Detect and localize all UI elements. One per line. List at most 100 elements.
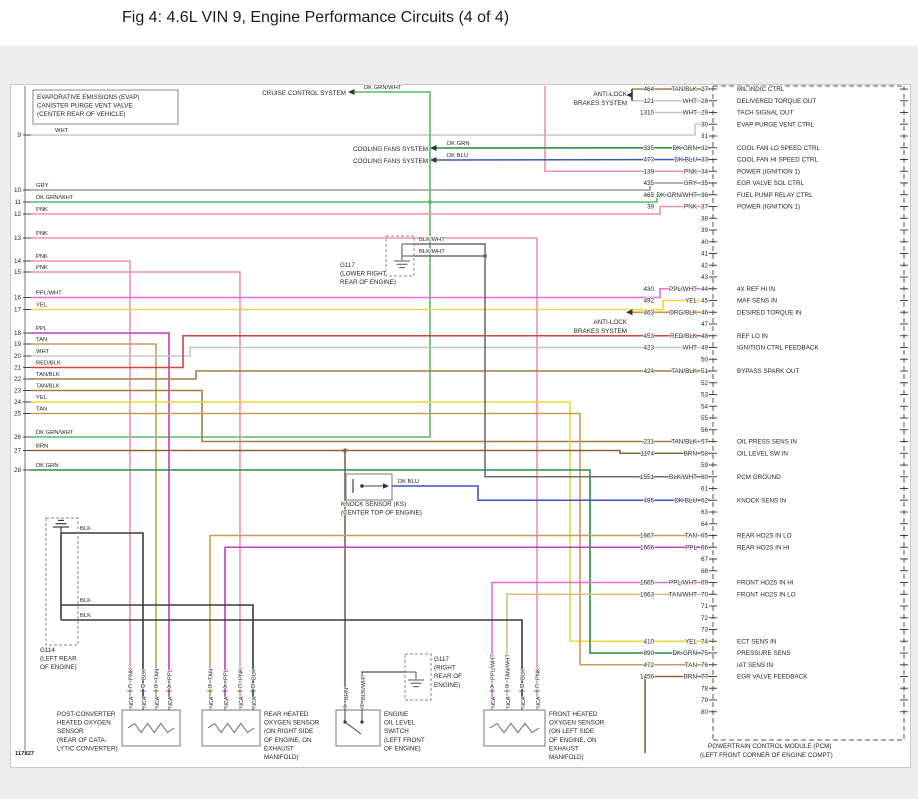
- pcm-pin-number: 72: [701, 615, 709, 622]
- wire-color-label: BLK/WHT: [419, 237, 445, 243]
- wire-yel: [31, 401, 710, 643]
- pcm-label: (LEFT FRONT CORNER OF ENGINE COMPT): [700, 752, 833, 759]
- pcm-pin-color: DK GRN/WHT: [656, 192, 697, 199]
- pcm-pin-number: 54: [701, 403, 709, 410]
- connector-pin-letter: C: [238, 684, 242, 690]
- pcm-pin-function: FUEL PUMP RELAY CTRL: [737, 192, 813, 199]
- ground-label: ENGINE): [434, 682, 460, 689]
- pcm-pin-function: POWER (IGNITION 1): [737, 204, 800, 211]
- oil-level-switch-box: [335, 709, 381, 747]
- pcm-pin-number: 38: [701, 215, 709, 222]
- pcm-pin-circuit: 335: [643, 145, 654, 152]
- pcm-pin-number: 30: [701, 121, 709, 128]
- pcm-pin-number: 70: [701, 591, 709, 598]
- pcm-pin-circuit: 465: [643, 192, 654, 199]
- knock-sensor-element: [360, 484, 364, 488]
- pcm-pin-color: BLK/WHT: [669, 474, 697, 481]
- pcm-pin-color: PPL/WHT: [669, 580, 697, 587]
- front-ho2s-label: (ON LEFT SIDE: [549, 728, 594, 735]
- evap-valve-label: CANISTER PURGE VENT VALVE: [37, 102, 133, 109]
- pcm-pin-circuit: 39: [647, 204, 655, 211]
- pcm-pin-number: 53: [701, 392, 709, 399]
- pcm-pin-number: 49: [701, 345, 709, 352]
- pcm-pin-circuit: 121: [643, 98, 654, 105]
- pcm-pin-function: REAR HO2S IN HI: [737, 544, 790, 551]
- wire-tan: [31, 343, 157, 710]
- rear-ho2s-label: MANIFOLD): [264, 754, 299, 761]
- wire-color-label: TAN: [209, 669, 215, 680]
- pcm-pin-number: 71: [701, 603, 709, 610]
- wire-tanblk: [31, 389, 710, 443]
- wire-wht: [31, 123, 710, 136]
- wire-color-label: DK GRN: [447, 141, 470, 147]
- pcm-pin-color: TAN/BLK: [671, 439, 698, 446]
- pcm-pin-color: GRY: [683, 180, 697, 187]
- pcm-pin-number: 68: [701, 568, 709, 575]
- left-pin-color: TAN: [36, 407, 47, 413]
- pcm-pin-circuit: 410: [643, 638, 654, 645]
- wire-color-label: DK GRN/WHT: [364, 85, 402, 91]
- system-label: BRAKES SYSTEM: [574, 100, 627, 107]
- pcm-pin-color: PPL: [685, 544, 697, 551]
- left-pin-number: 26: [14, 434, 22, 441]
- pcm-pin-color: WHT: [683, 345, 697, 352]
- pcm-pin-color: BRN: [684, 674, 698, 681]
- wire-pnk: [31, 205, 710, 215]
- nca-label: NCA: [536, 696, 542, 708]
- wire-pnk: [31, 237, 538, 710]
- evap-valve-box: [32, 89, 179, 125]
- pcm-pin-number: 35: [701, 180, 709, 187]
- connector-pin-letter: D: [141, 684, 145, 690]
- wire-brn: [644, 675, 710, 753]
- wire-color-label: PPL: [168, 668, 174, 680]
- pcm-pin-function: DESIRED TORQUE IN: [737, 309, 802, 316]
- front-ho2s-box: [483, 709, 546, 747]
- left-pin-color: TAN/BLK: [36, 384, 60, 390]
- ground-label: G117: [340, 262, 355, 269]
- pcm-pin-circuit: 1551: [640, 474, 655, 481]
- wire-color-label: PPL: [224, 668, 230, 680]
- heater-element: [127, 722, 175, 734]
- system-label: BRAKES SYSTEM: [574, 328, 627, 335]
- ground-label: (RIGHT: [434, 665, 456, 672]
- pcm-pin-color: YEL: [685, 298, 697, 305]
- pcm-pin-function: FRONT HO2S IN HI: [737, 580, 794, 587]
- pcm-pin-number: 57: [701, 439, 709, 446]
- arrow-icon: [626, 92, 633, 98]
- pcm-pin-number: 61: [701, 486, 709, 493]
- nca-label: NCA: [239, 696, 245, 708]
- pcm-pin-function: IAT SENS IN: [737, 662, 774, 669]
- wire-color-label: BLK/WHT: [419, 249, 445, 255]
- nca-label: NCA: [521, 696, 527, 708]
- wire-color-label: BLK: [80, 526, 91, 532]
- wire-dkgrnwht: [31, 91, 431, 438]
- wire-blk: [61, 604, 254, 710]
- pcm-pin-number: 40: [701, 239, 709, 246]
- pcm-pin-color: TAN/BLK: [671, 368, 698, 375]
- wire-color-label: PNK: [129, 668, 135, 680]
- pcm-pin-function: EVAP PURGE VENT CTRL: [737, 121, 814, 128]
- wire-ppl: [224, 546, 710, 710]
- pcm-pin-color: TAN/WHT: [669, 591, 697, 598]
- pcm-pin-number: 62: [701, 497, 709, 504]
- pcm-pin-number: 67: [701, 556, 709, 563]
- pcm-pin-color: TAN/BLK: [671, 86, 698, 93]
- left-pin-number: 18: [14, 330, 22, 337]
- connector-pin-letter: A: [167, 684, 171, 690]
- post-converter-ho2s-label: POST-CONVERTER: [57, 711, 116, 718]
- wire-color-label: PNK: [239, 668, 245, 680]
- pcm-pin-color: YEL: [685, 638, 697, 645]
- post-converter-ho2s-label: LYTIC CONVERTER): [57, 745, 118, 752]
- wire-brn: [31, 449, 710, 455]
- wire-color-label: BRN: [344, 688, 350, 700]
- wire-tanwht: [506, 593, 710, 710]
- pcm-pin-circuit: 472: [643, 662, 654, 669]
- pcm-pin-function: COOL FAN LO SPEED CTRL: [737, 145, 821, 152]
- left-pin-number: 15: [14, 269, 22, 276]
- front-ho2s-label: OXYGEN SENSOR: [549, 720, 605, 727]
- nca-label: NCA: [252, 696, 258, 708]
- connector-pin-letter: B: [154, 684, 158, 690]
- left-pin-number: 20: [14, 353, 22, 360]
- pcm-pin-function: POWER (IGNITION 1): [737, 168, 800, 175]
